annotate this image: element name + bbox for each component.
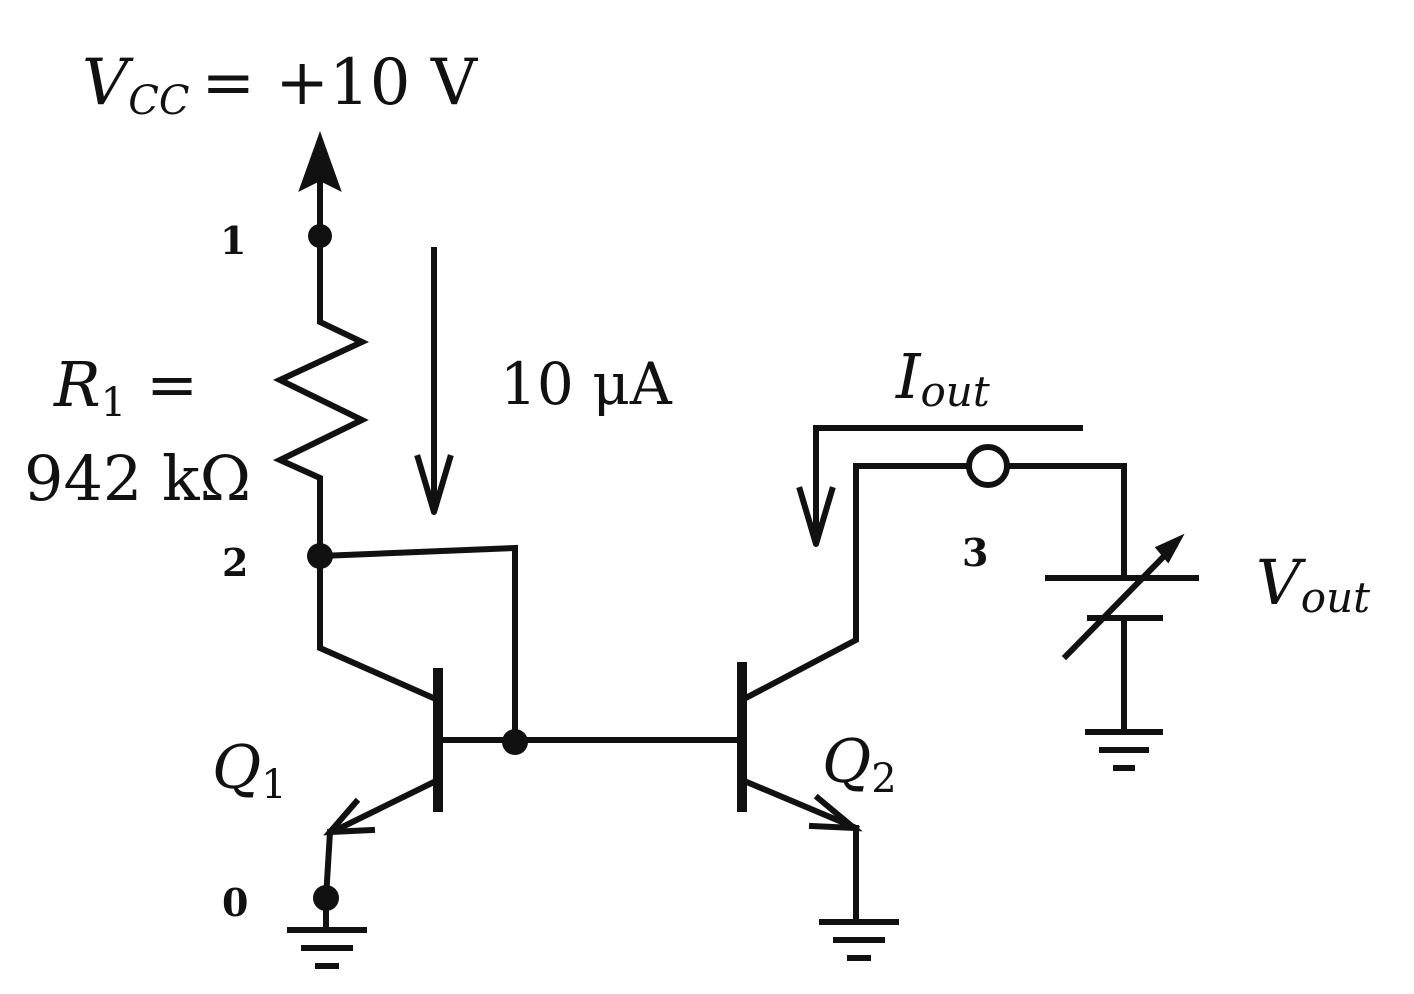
vcc-label: VCC = +10 V xyxy=(82,46,479,124)
node-1-label: 1 xyxy=(220,218,246,263)
iout-sub: out xyxy=(921,367,990,416)
vcc-symbol: V xyxy=(82,46,134,120)
r1-value: 942 kΩ xyxy=(24,442,251,515)
q1-sub: 1 xyxy=(261,762,286,808)
ground-vout xyxy=(1085,729,1163,771)
node-0-dot xyxy=(313,885,339,911)
r1-resistor xyxy=(272,233,370,559)
q1-collector xyxy=(317,553,442,704)
vcc-arrowhead xyxy=(298,131,342,193)
q2-emitter xyxy=(738,776,860,832)
current-arrowhead xyxy=(414,454,454,515)
node-1-dot xyxy=(308,224,332,248)
q1-symbol: Q xyxy=(212,733,261,803)
q2-sub: 2 xyxy=(871,756,896,802)
iout-arrow-line xyxy=(813,425,1083,533)
vout-variable-arrow xyxy=(1061,541,1179,661)
node-2-dot xyxy=(307,543,333,569)
vcc-value: = +10 V xyxy=(201,46,478,120)
iout-label: Iout xyxy=(895,340,990,416)
q2-label: Q2 xyxy=(822,727,897,802)
vout-symbol: V xyxy=(1256,546,1307,619)
q2-symbol: Q xyxy=(822,727,871,797)
collector-base-tie xyxy=(316,544,518,745)
iout-symbol: I xyxy=(895,340,922,413)
vout-label: Vout xyxy=(1256,546,1370,622)
output-wire xyxy=(1007,463,1127,581)
r1-symbol: R xyxy=(53,348,101,421)
terminal-3 xyxy=(966,444,1010,488)
node-2-label: 2 xyxy=(222,540,248,585)
iout-arrowhead xyxy=(796,486,836,547)
r1-sub: 1 xyxy=(101,380,126,426)
node-3-label: 3 xyxy=(962,530,988,575)
node-0-label: 0 xyxy=(222,880,248,925)
q1-emitter xyxy=(327,775,443,837)
vout-variable-arrowhead xyxy=(1154,533,1185,564)
current-label: 10 μA xyxy=(500,350,673,418)
vout-sub: out xyxy=(1301,573,1370,622)
q1-label: Q1 xyxy=(212,733,287,808)
base-junction-dot xyxy=(502,729,528,755)
ground-q2 xyxy=(819,919,899,961)
r1-label: R1 = xyxy=(53,348,198,426)
r1-eq: = xyxy=(146,348,198,421)
q2-collector xyxy=(737,463,969,705)
vcc-sub: CC xyxy=(128,78,189,124)
